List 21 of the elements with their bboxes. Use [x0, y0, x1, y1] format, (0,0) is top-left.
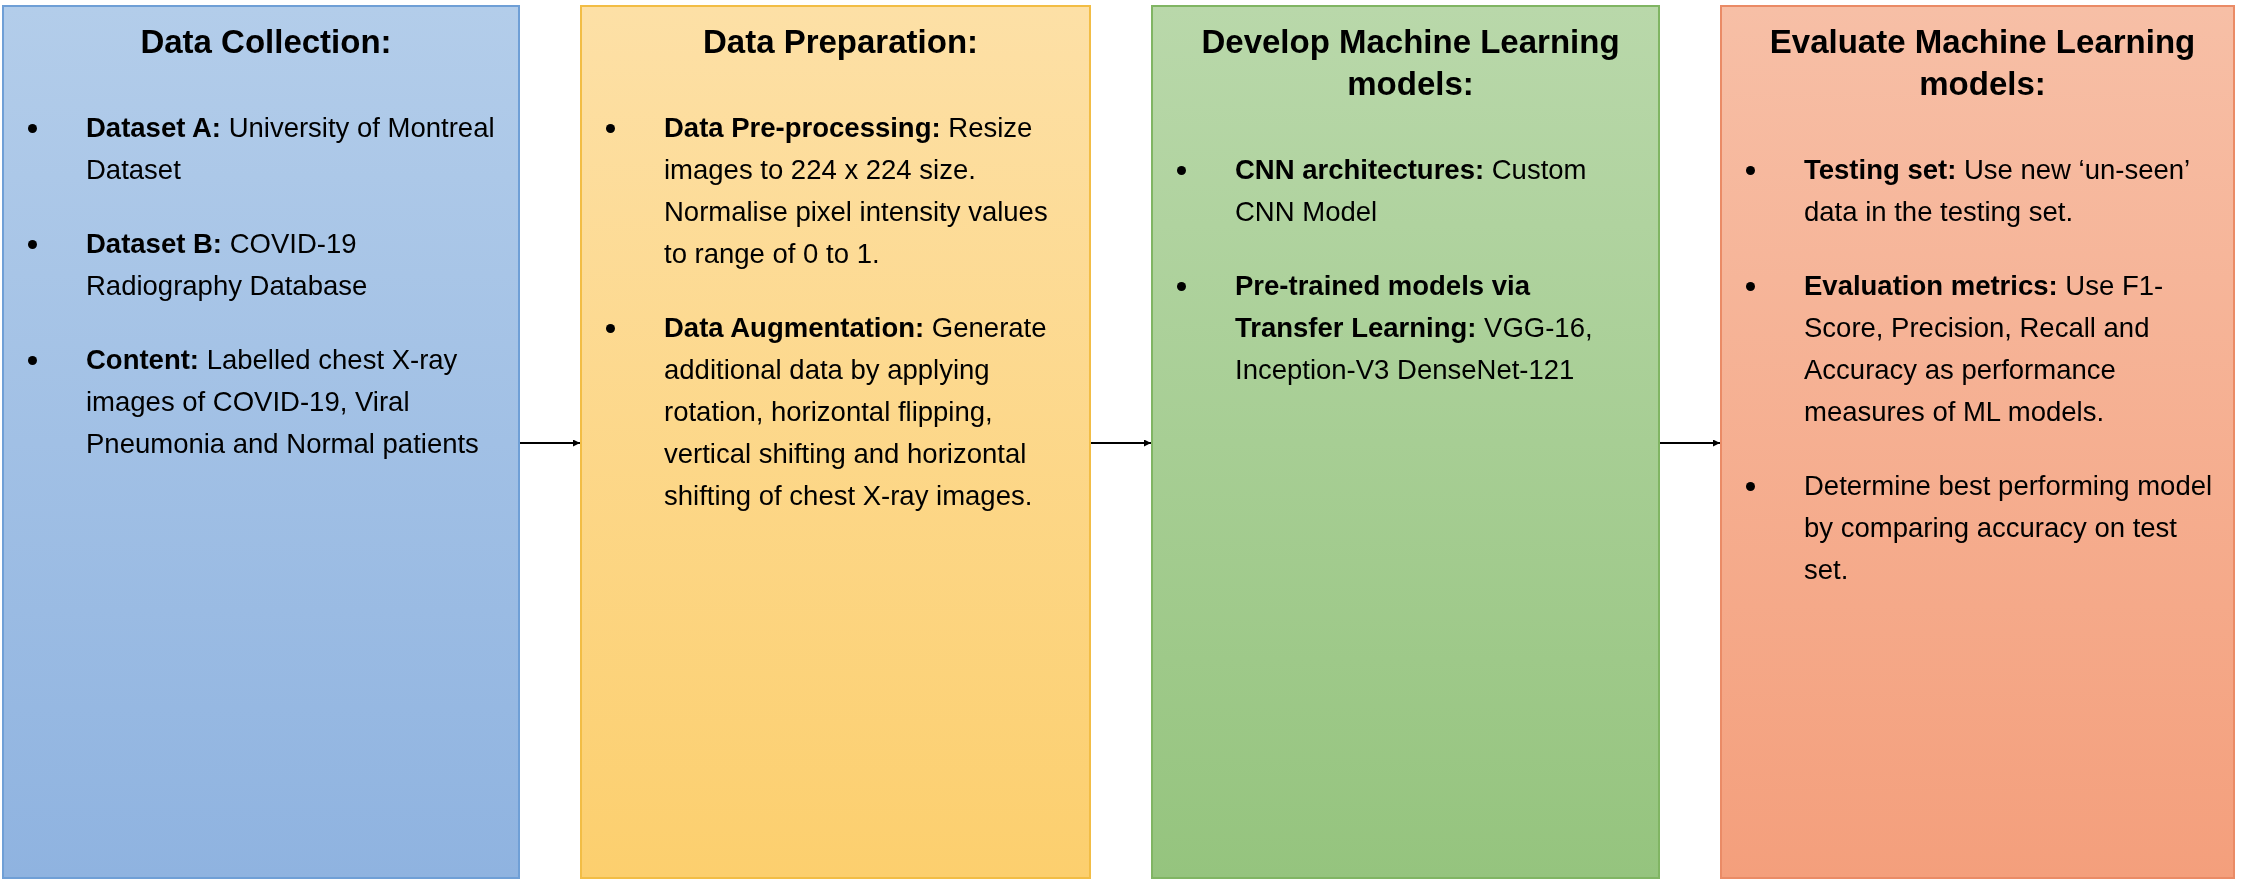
- stage-heading: Data Collection:: [139, 22, 393, 62]
- bullet-text: CNN architectures: Custom CNN Model: [1235, 154, 1587, 227]
- arrow: [1090, 439, 1152, 447]
- arrow: [1659, 439, 1721, 447]
- bullet-text: Data Augmentation: Generate additional data by applying rotation, horizontal flipping, vertical shifting and horizontal shifting of chest X-ray images.: [664, 312, 1047, 511]
- bullet-text: Dataset B: COVID-19 Radiography Database: [86, 228, 368, 301]
- bullet-text: Determine best performing model by comparing accuracy on test set.: [1804, 470, 2213, 585]
- bullet-text: Testing set: Use new ‘un-seen’ data in the testing set.: [1804, 154, 2190, 227]
- bullet-text: Dataset A: University of Montreal Dataset: [86, 112, 495, 185]
- arrow: [519, 439, 581, 447]
- bullet-text: Evaluation metrics: Use F1-Score, Precision, Recall and Accuracy as performance measures of ML models.: [1804, 270, 2164, 427]
- bullet-text: Pre-trained models via Transfer Learning: VGG-16, Inception-V3 DenseNet-121: [1235, 270, 1593, 385]
- stage-heading: Evaluate Machine Learning models:: [1768, 22, 2197, 104]
- stage-box: [2, 5, 520, 879]
- bullet-text: Data Pre-processing: Resize images to 224 x 224 size. Normalise pixel intensity values to range of 0 to 1.: [664, 112, 1048, 269]
- stage-box: [1720, 5, 2235, 879]
- stage-box: [580, 5, 1091, 879]
- stage-heading: Develop Machine Learning models:: [1200, 22, 1621, 104]
- stage-box: [1151, 5, 1660, 879]
- bullet-text: Content: Labelled chest X-ray images of COVID-19, Viral Pneumonia and Normal patients: [86, 344, 479, 459]
- stage-heading: Data Preparation:: [701, 22, 980, 62]
